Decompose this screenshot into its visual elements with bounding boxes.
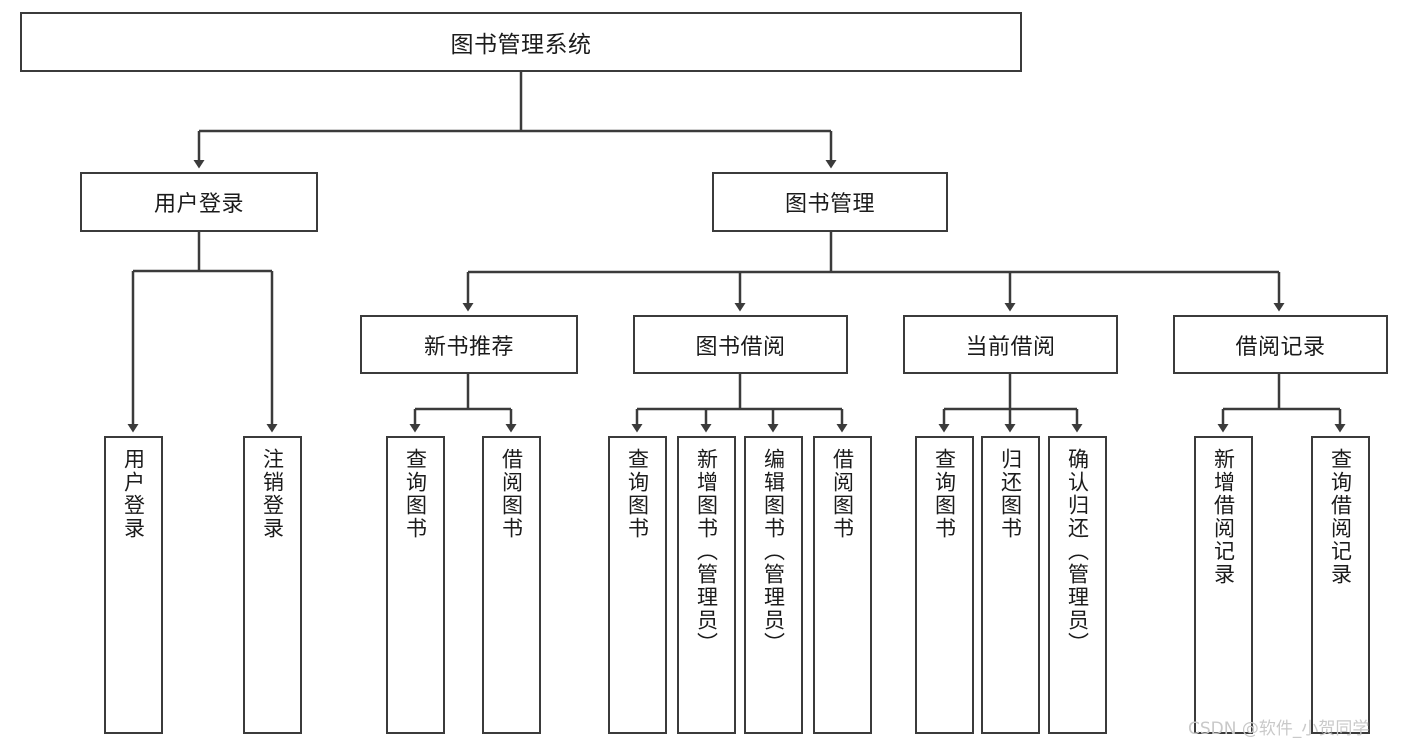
node-leaf-query-borrow-record[interactable]: 查询借阅记录 — [1311, 436, 1370, 734]
node-leaf-query-book-current[interactable]: 查询图书 — [915, 436, 974, 734]
node-label: 借阅图书 — [499, 448, 524, 540]
node-leaf-add-borrow-record[interactable]: 新增借阅记录 — [1194, 436, 1253, 734]
node-label: 编辑图书（管理员） — [761, 448, 786, 655]
node-leaf-logout[interactable]: 注销登录 — [243, 436, 302, 734]
node-label: 新增借阅记录 — [1211, 448, 1236, 586]
node-borrow-record[interactable]: 借阅记录 — [1173, 315, 1388, 374]
node-label: 查询图书 — [403, 448, 428, 540]
watermark: CSDN @软件_小贺同学 — [1188, 719, 1370, 739]
node-label: 图书管理系统 — [450, 32, 592, 58]
node-label: 确认归还（管理员） — [1065, 448, 1090, 655]
node-root-system[interactable]: 图书管理系统 — [20, 12, 1022, 72]
node-label: 新增图书（管理员） — [694, 448, 719, 655]
node-leaf-borrow-book-recommend[interactable]: 借阅图书 — [482, 436, 541, 734]
node-label: 借阅记录 — [1235, 334, 1326, 360]
node-leaf-edit-book-admin[interactable]: 编辑图书（管理员） — [744, 436, 803, 734]
node-label: 查询图书 — [625, 448, 650, 540]
node-label: 图书管理 — [784, 192, 875, 217]
node-leaf-user-login[interactable]: 用户登录 — [104, 436, 163, 734]
node-label: 归还图书 — [998, 448, 1023, 540]
node-label: 查询借阅记录 — [1328, 448, 1353, 586]
node-label: 当前借阅 — [965, 334, 1056, 360]
node-leaf-query-book[interactable]: 查询图书 — [608, 436, 667, 734]
node-leaf-borrow-book[interactable]: 借阅图书 — [813, 436, 872, 734]
node-leaf-return-book[interactable]: 归还图书 — [981, 436, 1040, 734]
node-new-book-recommend[interactable]: 新书推荐 — [360, 315, 578, 374]
node-leaf-add-book-admin[interactable]: 新增图书（管理员） — [677, 436, 736, 734]
node-label: 图书借阅 — [695, 334, 786, 360]
node-book-borrow[interactable]: 图书借阅 — [633, 315, 848, 374]
node-label: 注销登录 — [260, 448, 285, 540]
node-label: 用户登录 — [121, 448, 146, 540]
node-label: 借阅图书 — [830, 448, 855, 540]
node-current-borrow[interactable]: 当前借阅 — [903, 315, 1118, 374]
node-leaf-query-book-recommend[interactable]: 查询图书 — [386, 436, 445, 734]
node-user-login[interactable]: 用户登录 — [80, 172, 318, 232]
node-book-management[interactable]: 图书管理 — [712, 172, 948, 232]
node-label: 用户登录 — [153, 192, 244, 217]
node-label: 查询图书 — [932, 448, 957, 540]
node-label: 新书推荐 — [423, 334, 514, 360]
node-leaf-confirm-return-admin[interactable]: 确认归还（管理员） — [1048, 436, 1107, 734]
